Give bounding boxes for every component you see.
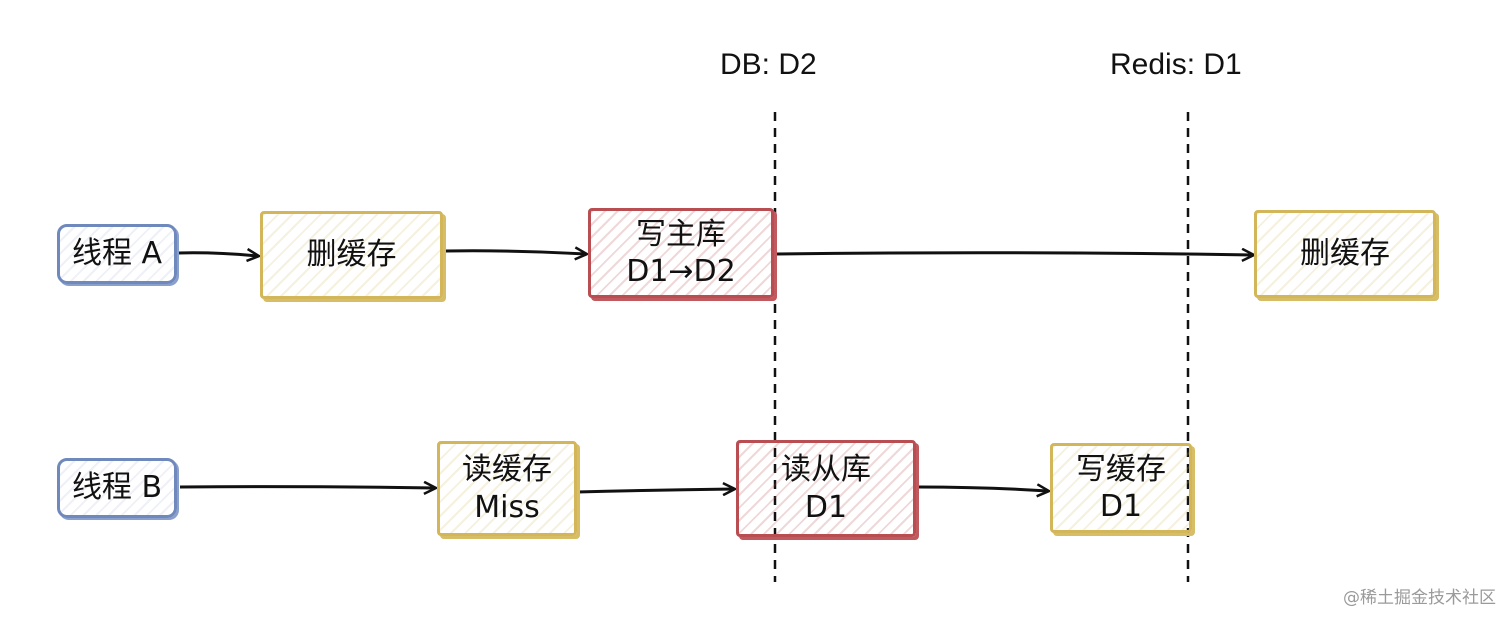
node-line: 读缓存 bbox=[462, 452, 552, 487]
db-state-label: DB: D2 bbox=[720, 48, 817, 81]
thread-b-label: 线程 B bbox=[71, 470, 163, 506]
node-line: 写主库 bbox=[636, 216, 726, 252]
redis-state-label: Redis: D1 bbox=[1110, 48, 1242, 81]
thread-b-read-cache-node: 读缓存 Miss bbox=[437, 441, 577, 536]
thread-b-write-cache-node: 写缓存 D1 bbox=[1050, 443, 1192, 533]
thread-a-delete-cache-final-node: 删缓存 bbox=[1254, 210, 1436, 298]
thread-a-label: 线程 A bbox=[71, 236, 163, 272]
arrow-a-2 bbox=[444, 251, 586, 254]
thread-b-read-replica-node: 读从库 D1 bbox=[736, 440, 916, 537]
thread-a-node: 线程 A bbox=[57, 224, 177, 284]
thread-a-write-master-node: 写主库 D1→D2 bbox=[588, 208, 774, 298]
node-line: 读从库 bbox=[781, 452, 871, 487]
thread-a-delete-cache-node: 删缓存 bbox=[260, 211, 443, 299]
node-line: Miss bbox=[474, 489, 540, 525]
node-line: D1 bbox=[1099, 489, 1143, 524]
watermark: @稀土掘金技术社区 bbox=[1343, 588, 1496, 608]
arrow-b-3 bbox=[917, 487, 1048, 491]
arrow-b-2 bbox=[576, 489, 734, 492]
arrow-a-1 bbox=[177, 253, 258, 256]
node-line: D1→D2 bbox=[626, 254, 736, 289]
node-line: D1 bbox=[804, 489, 848, 525]
arrow-a-3 bbox=[776, 253, 1253, 255]
node-line: 写缓存 bbox=[1076, 451, 1166, 487]
thread-b-node: 线程 B bbox=[57, 458, 177, 518]
node-line: 删缓存 bbox=[1300, 236, 1390, 272]
arrow-b-1 bbox=[179, 487, 435, 488]
node-line: 删缓存 bbox=[306, 237, 397, 273]
